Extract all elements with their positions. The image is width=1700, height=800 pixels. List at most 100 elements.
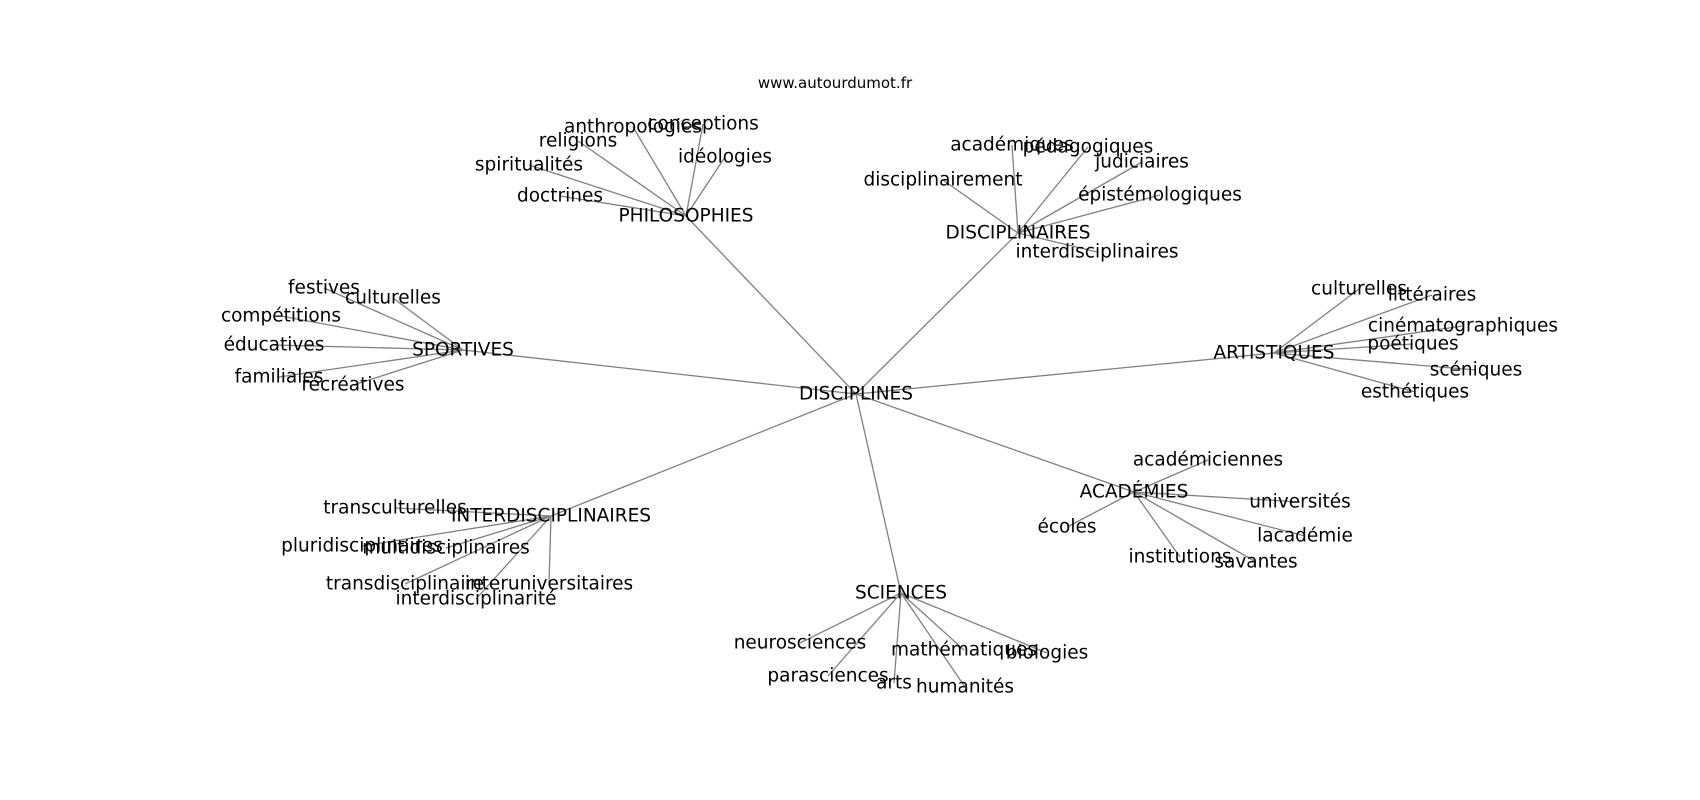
source-label: www.autourdumot.fr [757,74,913,92]
hub-node-label: ACADÉMIES [1080,481,1189,503]
leaf-node-label: transdisciplinaire [326,574,484,595]
edge-hub-leaf [827,592,902,677]
leaf-node-label: arts [876,673,912,694]
leaf-node-label: familiales [235,367,324,388]
leaf-node-label: conceptions [647,114,759,135]
leaf-node-label: disciplinairement [863,170,1022,191]
edge-hub-leaf [1273,343,1414,354]
leaf-node-label: compétitions [221,306,341,327]
edge-hub-leaf [632,126,687,217]
leaf-node-label: poétiques [1367,334,1458,355]
edge-hub-leaf [900,592,966,688]
edge-hub-leaf [1011,144,1019,234]
edge-hub-leaf [445,515,552,549]
hub-node-label: INTERDISCIPLINAIRES [451,506,651,527]
edge-hub-leaf [1133,491,1301,503]
edge-hub-leaf [1017,232,1098,253]
edge-hub-leaf [799,592,902,644]
edge-center-hub [462,349,857,395]
edge-hub-leaf [1133,459,1209,493]
hub-node-label: DISCIPLINAIRES [946,223,1091,244]
edge-hub-leaf [278,349,464,378]
edge-hub-leaf [1273,352,1477,371]
leaf-node-label: lacadémie [1257,526,1353,547]
leaf-node-label: esthétiques [1361,382,1469,403]
edge-center-hub [685,215,857,395]
edge-hub-leaf [1017,194,1161,234]
leaf-node-label: épistémologiques [1078,185,1242,206]
leaf-node-label: savantes [1214,552,1297,573]
leaf-node-label: neurosciences [734,633,867,654]
leaf-node-label: mathématiques [891,640,1037,661]
leaf-node-label: interdisciplinaires [1015,242,1178,263]
leaf-node-label: cinématographiques [1368,316,1558,337]
edge-hub-leaf [352,349,464,386]
leaf-node-label: interdisciplinarité [395,589,556,610]
leaf-node-label: religions [539,131,617,152]
edge-center-hub [855,393,902,594]
graph-labels: DISCIPLINES PHILOSOPHIES anthropologiescon… [221,114,1558,698]
leaf-node-label: littéraires [1388,285,1476,306]
edge-hub-leaf [1273,352,1416,393]
leaf-node-label: spiritualités [475,155,583,176]
edge-center-hub [855,232,1019,395]
edge-hub-leaf [1133,491,1306,537]
edge-hub-leaf [361,515,552,547]
edge-hub-leaf [273,344,464,351]
edge-hub-leaf [942,179,1019,234]
edge-hub-leaf [475,515,552,600]
edge-center-hub [855,393,1135,493]
edge-hub-leaf [577,140,687,217]
edge-hub-leaf [900,592,965,651]
leaf-node-label: doctrines [517,186,603,207]
edge-hub-leaf [394,507,552,517]
leaf-node-label: pédagogiques [1023,137,1154,158]
edge-hub-leaf [1273,325,1464,354]
center-node-label: DISCIPLINES [799,384,913,405]
leaf-node-label: éducatives [224,335,325,356]
hub-node-label: PHILOSOPHIES [619,206,754,227]
edge-hub-leaf [1273,294,1433,354]
leaf-node-label: judiciaires [1094,152,1189,173]
leaf-node-label: récréatives [301,375,404,396]
edge-hub-leaf [685,156,726,217]
leaf-node-label: parasciences [767,666,888,687]
edge-hub-leaf [1017,146,1089,234]
leaf-node-label: écoles [1037,517,1096,538]
edge-hub-leaf [404,515,552,585]
edge-hub-leaf [1017,161,1143,234]
leaf-node-label: multidisciplinaires [362,538,530,559]
edge-hub-leaf [548,515,552,585]
edge-hub-leaf [685,123,704,217]
leaf-node-label: festives [288,278,360,299]
edge-hub-leaf [893,592,902,684]
edge-hub-leaf [323,287,464,351]
edge-hub-leaf [528,164,687,217]
edge-center-hub [550,393,857,517]
leaf-node-label: académiques [950,135,1074,156]
edge-center-hub [855,352,1275,395]
leaf-node-label: universités [1249,492,1351,513]
edge-hub-leaf [392,297,464,351]
edge-hub-leaf [900,592,1048,654]
edge-hub-leaf [280,315,464,351]
leaf-node-label: anthropologies [564,117,702,138]
edge-hub-leaf [1133,491,1181,558]
leaf-node-label: transculturelles [323,498,466,519]
leaf-node-label: académiciennes [1133,450,1283,471]
leaf-node-label: humanités [916,677,1014,698]
leaf-node-label: idéologies [678,147,772,168]
edge-hub-leaf [559,195,687,217]
leaf-node-label: institutions [1129,547,1232,568]
hub-node-label: ARTISTIQUES [1214,343,1335,364]
edge-hub-leaf [1066,491,1135,528]
leaf-node-label: scéniques [1430,360,1523,381]
hub-node-label: SCIENCES [855,583,947,604]
hub-node-label: SPORTIVES [412,340,514,361]
leaf-node-label: biologies [1006,643,1089,664]
leaf-node-label: pluridisciplinaires [281,536,443,557]
leaf-node-label: culturelles [345,288,441,309]
edge-hub-leaf [1273,288,1360,354]
